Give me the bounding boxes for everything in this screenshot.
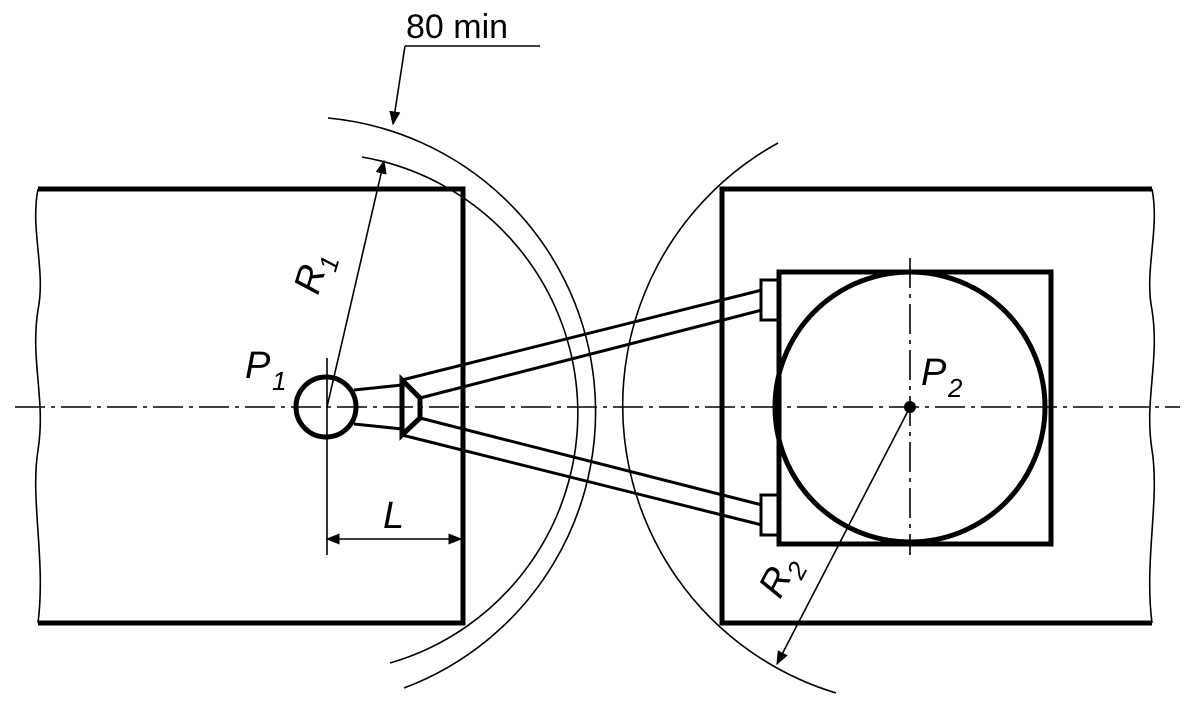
- left-structure: [34, 186, 466, 626]
- svg-text:P: P: [245, 345, 271, 387]
- r2-dimension-line: [776, 406, 911, 666]
- clearance-dimension: 80 min: [389, 8, 540, 126]
- svg-text:P: P: [921, 352, 947, 394]
- r1-plus-clearance-arc: [327, 117, 597, 689]
- p2-label: P 2: [921, 352, 963, 403]
- right-structure: [719, 186, 1156, 626]
- r2-arc: [621, 142, 837, 694]
- linkage-arm: [293, 288, 763, 527]
- p1-label: P 1: [245, 345, 286, 396]
- equipment-box: [759, 269, 1054, 547]
- clearance-label: 80 min: [406, 8, 508, 46]
- r1-label: R 1: [286, 252, 345, 298]
- r1-arc: [361, 156, 579, 664]
- length-dimension: L: [325, 495, 463, 545]
- length-label: L: [383, 495, 404, 537]
- r1-dimension-line: [326, 159, 387, 408]
- svg-text:1: 1: [272, 366, 286, 396]
- r2-label: R 2: [751, 556, 814, 604]
- p1-joint: [293, 374, 359, 440]
- svg-text:2: 2: [947, 373, 963, 403]
